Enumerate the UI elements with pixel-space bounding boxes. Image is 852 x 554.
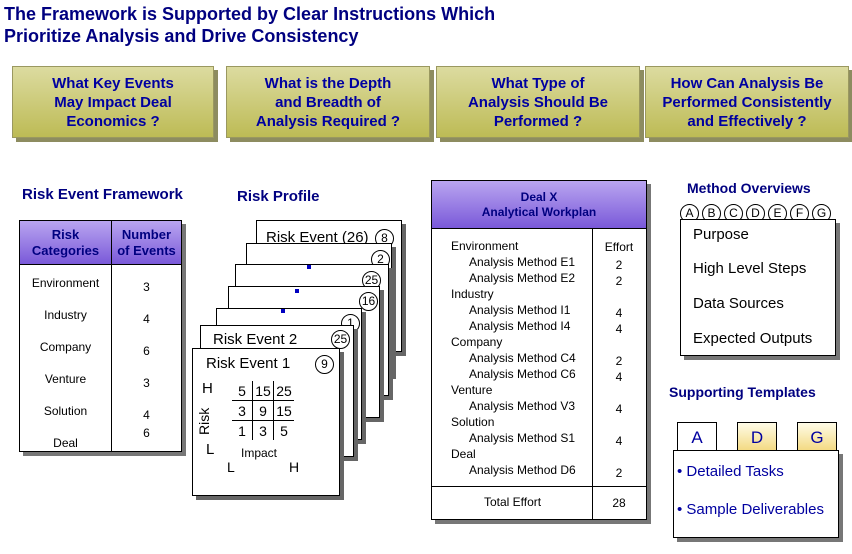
column-divider [111, 264, 112, 451]
workplan-category: Venture [451, 383, 493, 397]
workplan-total-divider [432, 486, 646, 487]
workplan-effort-value: 2 [615, 354, 623, 368]
workplan-effort-value: 4 [615, 322, 623, 336]
workplan-method: Analysis Method S1 [469, 431, 576, 445]
workplan-effort-value: 2 [615, 274, 623, 288]
workplan-method: Analysis Method I1 [469, 303, 571, 317]
matrix-cell: 1 [232, 420, 253, 440]
workplan-effort-value: 2 [615, 466, 623, 480]
risk-event-count: 3 [143, 280, 150, 294]
ellipsis-dot [307, 265, 311, 269]
workplan-method: Analysis Method C6 [469, 367, 576, 381]
method-overview-outputs: Expected Outputs [693, 330, 813, 347]
risk-card-2-score: 25 [331, 330, 350, 349]
risk-event-count: 3 [143, 376, 150, 390]
effort-header: Effort [604, 240, 634, 254]
risk-category-label: Solution [43, 404, 88, 418]
matrix-cell: 3 [232, 400, 253, 421]
workplan-category: Environment [451, 239, 519, 253]
workplan-method: Analysis Method E2 [469, 271, 576, 285]
workplan-effort-value: 2 [615, 258, 623, 272]
matrix-cell: 5 [232, 381, 253, 401]
matrix-cell: 25 [273, 381, 294, 401]
method-letter-g[interactable]: G [812, 204, 831, 223]
analytical-workplan: Deal X Analytical Workplan Effort Enviro… [431, 180, 647, 520]
workplan-method: Analysis Method D6 [469, 463, 576, 477]
risk-category-label: Company [39, 340, 92, 354]
risk-card-26-label: Risk Event (26) [266, 229, 369, 246]
ellipsis-dot [295, 289, 299, 293]
workplan-column-divider [592, 228, 593, 519]
template-sample-deliverables: • Sample Deliverables [677, 501, 824, 518]
method-overview-data-sources: Data Sources [693, 295, 784, 312]
risk-axis-low: L [206, 441, 215, 458]
risk-categories-header: Risk Categories [20, 221, 112, 265]
risk-profile-stack: Risk Event (26) 8 2 25 16 1 Risk Event 2… [190, 218, 420, 503]
workplan-category: Solution [451, 415, 495, 429]
number-of-events-header: Number of Events [112, 221, 181, 265]
workplan-header: Deal X Analytical Workplan [432, 181, 646, 229]
total-effort-label: Total Effort [484, 495, 542, 509]
risk-card-1-label: Risk Event 1 [206, 355, 291, 372]
supporting-templates-title: Supporting Templates [669, 384, 816, 400]
total-effort-value: 28 [612, 496, 626, 510]
risk-event-count: 4 [143, 408, 150, 422]
supporting-template-card: • Detailed Tasks • Sample Deliverables [673, 450, 839, 538]
matrix-cell: 15 [273, 400, 294, 421]
template-tab-a[interactable]: A [677, 422, 717, 451]
risk-axis-label: Risk [196, 407, 212, 435]
risk-event-count: 6 [143, 344, 150, 358]
risk-profile-title: Risk Profile [237, 188, 320, 205]
method-overview-steps: High Level Steps [693, 260, 807, 277]
method-letter-b[interactable]: B [702, 204, 721, 223]
risk-card-stack-3-score: 16 [359, 292, 378, 311]
workplan-method: Analysis Method C4 [469, 351, 576, 365]
workplan-method: Analysis Method V3 [469, 399, 576, 413]
workplan-header-title: Analytical Workplan [481, 204, 597, 219]
workplan-effort-value: 4 [615, 434, 623, 448]
title-line-1: The Framework is Supported by Clear Inst… [4, 4, 496, 24]
risk-card-1-score: 9 [315, 355, 334, 374]
question-box-consistency: How Can Analysis Be Performed Consistent… [645, 66, 849, 138]
method-overviews-title: Method Overviews [687, 180, 811, 196]
matrix-cell: 9 [252, 400, 274, 421]
template-tab-g[interactable]: G [797, 422, 837, 451]
question-box-analysis-type: What Type of Analysis Should Be Performe… [436, 66, 640, 138]
workplan-effort-value: 4 [615, 306, 623, 320]
risk-event-count: 4 [143, 312, 150, 326]
title-line-2: Prioritize Analysis and Drive Consistenc… [4, 26, 359, 46]
risk-category-label: Industry [44, 308, 87, 322]
impact-axis-low: L [227, 459, 235, 475]
question-box-key-events: What Key Events May Impact Deal Economic… [12, 66, 214, 138]
matrix-cell: 15 [252, 381, 274, 401]
workplan-method: Analysis Method E1 [469, 255, 576, 269]
risk-event-framework-table: Risk Categories Number of Events Environ… [19, 220, 182, 452]
risk-category-label: Environment [31, 276, 100, 290]
workplan-effort-value: 4 [615, 402, 623, 416]
workplan-method: Analysis Method I4 [469, 319, 571, 333]
risk-category-label: Deal [53, 436, 78, 450]
question-box-depth-breadth: What is the Depth and Breadth of Analysi… [226, 66, 430, 138]
risk-card-2-label: Risk Event 2 [213, 331, 298, 348]
workplan-category: Company [451, 335, 503, 349]
method-overview-card: Purpose High Level Steps Data Sources Ex… [680, 219, 836, 356]
matrix-cell: 3 [252, 420, 274, 440]
method-overview-purpose: Purpose [693, 226, 749, 243]
template-tab-d[interactable]: D [737, 422, 777, 451]
workplan-header-deal: Deal X [520, 189, 558, 204]
ellipsis-dot [281, 309, 285, 313]
risk-event-count: 6 [143, 426, 150, 440]
workplan-category: Deal [451, 447, 476, 461]
risk-category-label: Venture [44, 372, 87, 386]
risk-event-framework-title: Risk Event Framework [22, 186, 183, 203]
page-title: The Framework is Supported by Clear Inst… [4, 3, 604, 47]
workplan-category: Industry [451, 287, 494, 301]
impact-axis-high: H [289, 459, 300, 475]
impact-axis-label: Impact [241, 446, 278, 460]
template-detailed-tasks: • Detailed Tasks [677, 463, 784, 480]
workplan-effort-value: 4 [615, 370, 623, 384]
matrix-cell: 5 [280, 422, 288, 439]
risk-axis-high: H [202, 380, 213, 397]
